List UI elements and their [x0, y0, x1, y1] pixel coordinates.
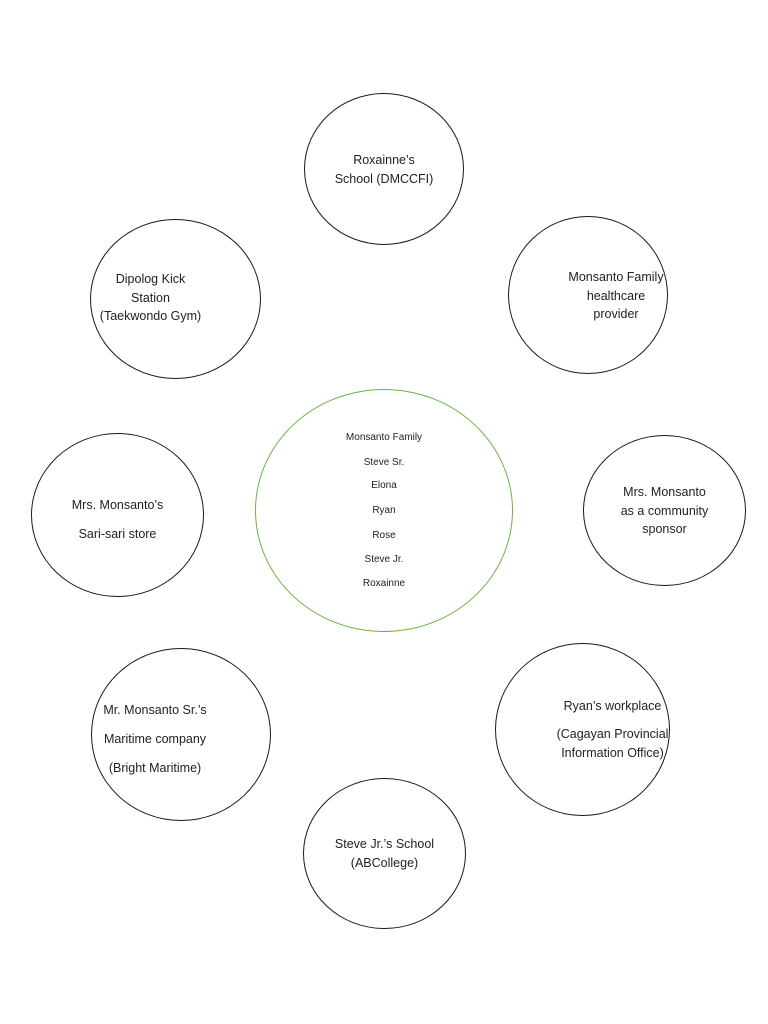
ryan-workplace-circle — [495, 643, 670, 816]
label-line: Station — [131, 290, 170, 305]
taekwondo-gym-circle — [90, 219, 261, 379]
label-line: Dipolog Kick — [115, 272, 186, 286]
label-line: healthcare — [586, 288, 646, 303]
community-sponsor-label: Mrs. Monsanto as a community sponsor — [583, 483, 746, 539]
ryan-workplace-label: Ryan’s workplace (Cagayan Provincial Inf… — [525, 697, 700, 763]
label-line: provider — [593, 307, 639, 321]
family-member: Steve Sr. — [363, 457, 405, 468]
sari-sari-store-label: Mrs. Monsanto’s Sari-sari store — [31, 491, 204, 549]
label-line: (Taekwondo Gym) — [99, 309, 202, 323]
label-line: Monsanto Family — [568, 270, 664, 284]
label-line: Maritime company — [103, 732, 207, 746]
label-line: sponsor — [642, 522, 687, 536]
family-title: Monsanto Family — [345, 432, 423, 443]
label-line: (Bright Maritime) — [108, 761, 202, 775]
label-line: as a community — [620, 503, 709, 518]
family-member: Rose — [372, 530, 396, 541]
family-member: Roxainne — [362, 578, 406, 589]
maritime-company-label: Mr. Monsanto Sr.’s Maritime company (Bri… — [65, 696, 245, 783]
healthcare-circle — [508, 216, 668, 374]
roxainne-school-circle — [304, 93, 464, 245]
steve-jr-school-circle — [303, 778, 466, 929]
label-line: Mr. Monsanto Sr.’s — [103, 703, 207, 717]
maritime-company-circle — [91, 648, 271, 821]
family-member: Elona — [371, 480, 397, 491]
family-circle: Monsanto Family Steve Sr. Elona Ryan Ros… — [255, 389, 513, 632]
sari-sari-store-circle — [31, 433, 204, 597]
label-line: Sari-sari store — [78, 527, 157, 541]
label-line: Mrs. Monsanto’s — [71, 498, 164, 512]
label-line: Information Office) — [561, 746, 664, 760]
community-sponsor-circle — [583, 435, 746, 586]
label-line: (Cagayan Provincial — [556, 727, 669, 741]
label-line: Mrs. Monsanto — [623, 485, 706, 499]
label-line: (ABCollege) — [350, 855, 419, 870]
label-line: School (DMCCFI) — [334, 171, 434, 186]
roxainne-school-label: Roxainne’s School (DMCCFI) — [304, 151, 464, 188]
healthcare-label: Monsanto Family healthcare provider — [536, 268, 696, 324]
label-line: Roxainne’s — [353, 153, 415, 167]
label-line: Steve Jr.’s School — [334, 837, 435, 851]
family-member: Steve Jr. — [364, 554, 404, 565]
taekwondo-gym-label: Dipolog Kick Station (Taekwondo Gym) — [65, 270, 236, 326]
family-member: Ryan — [372, 505, 396, 516]
label-line: Ryan’s workplace — [563, 699, 662, 713]
steve-jr-school-label: Steve Jr.’s School (ABCollege) — [303, 835, 466, 872]
